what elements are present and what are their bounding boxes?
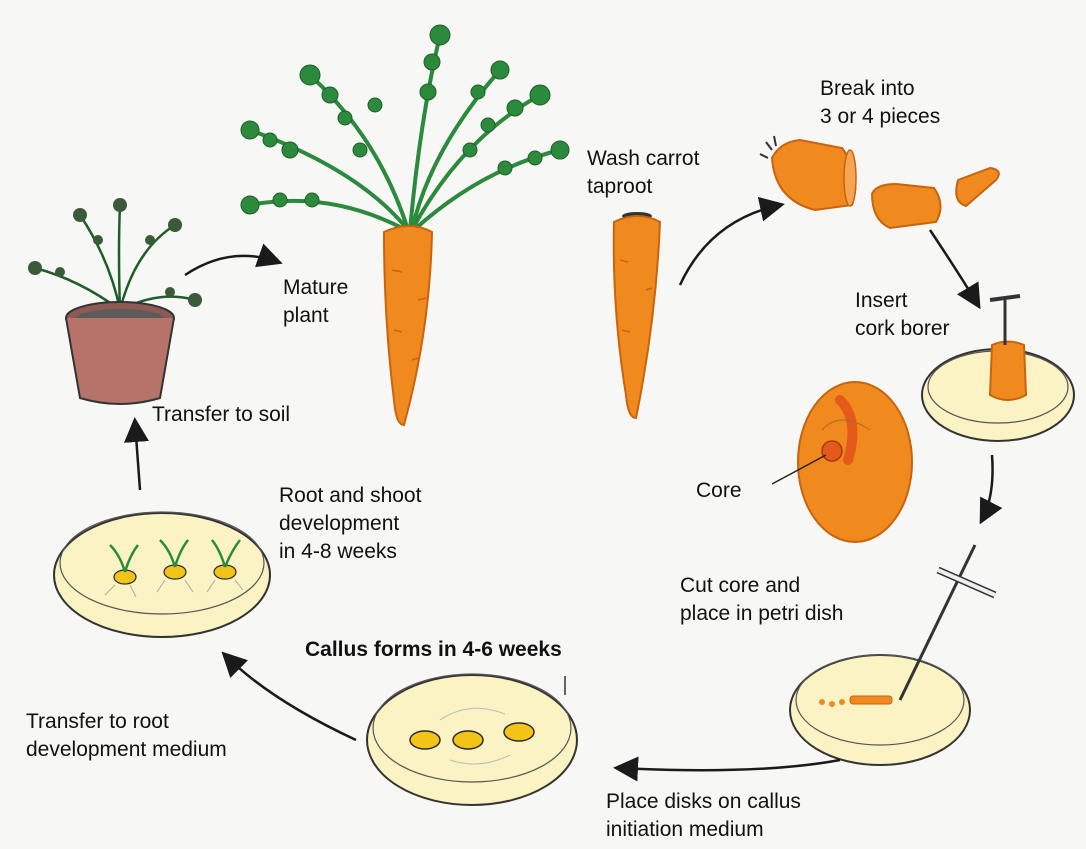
potted-plant-icon [28,198,202,404]
label-core: Core [696,477,742,505]
label-line: Transfer to root [26,708,227,736]
label-transfer-root: Transfer to root development medium [26,708,227,764]
label-callus: Callus forms in 4-6 weeks [305,636,562,664]
label-line: development [279,510,421,538]
label-line: Insert [855,287,950,315]
label-line: taproot [587,173,699,201]
label-insert: Insert cork borer [855,287,950,343]
carrot-slice-core-icon [772,382,912,542]
label-line: Cut core and [680,572,843,600]
label-line: 3 or 4 pieces [820,103,940,131]
label-mature-plant: Mature plant [283,274,348,330]
label-cut: Cut core and place in petri dish [680,572,843,628]
label-place: Place disks on callus initiation medium [606,788,801,844]
callus-dish-icon [367,674,577,805]
label-line: place in petri dish [680,600,843,628]
mature-carrot-plant-icon [241,25,569,425]
label-wash: Wash carrot taproot [587,145,699,201]
label-break: Break into 3 or 4 pieces [820,75,940,131]
label-line: Wash carrot [587,145,699,173]
label-line: Root and shoot [279,482,421,510]
carrot-pieces-icon [760,136,999,228]
label-root-shoot: Root and shoot development in 4-8 weeks [279,482,421,566]
label-line: in 4-8 weeks [279,538,421,566]
label-line: Break into [820,75,940,103]
washed-taproot-icon [614,212,660,418]
label-line: initiation medium [606,816,801,844]
label-line: development medium [26,736,227,764]
label-line: Mature [283,274,348,302]
label-line: plant [283,302,348,330]
label-line: Place disks on callus [606,788,801,816]
root-shoot-dish-icon [54,512,270,637]
label-transfer-soil: Transfer to soil [152,401,290,429]
label-line: cork borer [855,315,950,343]
